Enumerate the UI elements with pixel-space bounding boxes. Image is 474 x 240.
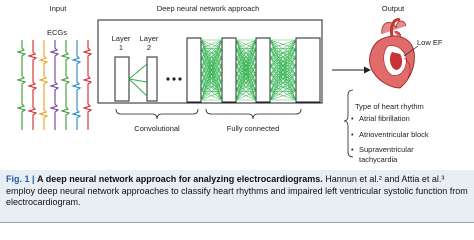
conv-connections (128, 63, 148, 97)
fc-connection-line (269, 48, 297, 101)
output-header: Output (381, 4, 405, 13)
input-header: Input (49, 4, 67, 13)
fully-connected-brace (205, 108, 302, 120)
heart-illustration (369, 18, 415, 89)
fc-connection-line (269, 39, 297, 83)
fc-connection-line (200, 39, 223, 75)
fc-connection-line (235, 39, 257, 101)
layer1-label: Layer 1 (111, 34, 131, 52)
fc-layer-1 (186, 37, 202, 103)
low-ef-label: Low EF (417, 38, 443, 47)
fc-connection-line (235, 57, 257, 101)
fc-connection-line (200, 82, 223, 101)
fc-connection-line (235, 39, 257, 83)
conv-connection-line (128, 63, 148, 80)
ecgs-label: ECGs (46, 28, 68, 37)
fc-connection-line (200, 65, 223, 101)
rhythm-item: Supraventricular tachycardia (351, 145, 429, 164)
fc-connection-line (200, 48, 223, 101)
fc-connection-line (200, 39, 223, 66)
ecg-trace (38, 40, 49, 130)
fc-connection-line (269, 39, 297, 75)
ecg-traces (16, 40, 93, 130)
layer1-block (114, 56, 130, 102)
fully-connected-label: Fully connected (226, 124, 280, 133)
caption-title: A deep neural network approach for analy… (37, 174, 323, 184)
fc-connection-line (235, 39, 257, 58)
fc-connection-line (235, 39, 257, 75)
fc-connection-line (235, 48, 257, 101)
fc-connection-line (269, 91, 297, 101)
fc-connection-line (200, 39, 223, 49)
fc-connection-line (200, 74, 223, 101)
fc-connection-line (200, 39, 223, 83)
fc-connection-line (235, 39, 257, 49)
ecg-trace (82, 40, 93, 130)
low-ef-pointer (403, 45, 419, 57)
rhythm-item: Atrioventricular block (351, 130, 429, 140)
conv-connection-line (128, 78, 148, 97)
ecg-trace (49, 40, 60, 130)
figure-caption: Fig. 1 | A deep neural network approach … (6, 174, 468, 209)
rhythm-item: Atrial fibrillation (351, 114, 429, 124)
fc-connection-line (269, 39, 297, 49)
conv-connection-line (128, 78, 148, 83)
rhythm-title: Type of heart rhythm (355, 102, 424, 111)
fc-connection-line (235, 39, 257, 66)
output-arrow (332, 66, 371, 74)
network-box (97, 19, 323, 104)
fc-layer-3 (255, 37, 271, 103)
fc-connection-line (200, 39, 223, 58)
fc-connection-line (269, 39, 297, 58)
fc-connection-line (269, 39, 297, 66)
dnn-header: Deep neural network approach (156, 4, 260, 13)
ellipsis-dots (166, 77, 182, 81)
fc-connection-line (269, 65, 297, 101)
layer2-label: Layer 2 (139, 34, 159, 52)
layer2-block (146, 56, 158, 102)
figure-label: Fig. 1 | (6, 174, 35, 184)
fc-connection-line (269, 57, 297, 101)
convolutional-brace (115, 108, 199, 120)
fc-connection-line (235, 91, 257, 101)
fc-connection-line (269, 74, 297, 101)
rhythm-list: Type of heart rhythm Atrial fibrillation… (351, 102, 429, 164)
caption-box: Fig. 1 | A deep neural network approach … (0, 170, 474, 223)
fc-connection-line (200, 91, 223, 101)
ecg-trace (71, 40, 82, 130)
ecg-trace (60, 40, 71, 130)
fc-connection-line (235, 82, 257, 101)
caption-body: Hannun et al.² and Attia et al.³ employ … (6, 174, 468, 207)
fc-connection-line (200, 39, 223, 92)
fc-connections (200, 39, 297, 101)
fc-connection-line (200, 39, 223, 101)
fc-layer-2 (221, 37, 237, 103)
diagram-graphics (16, 18, 419, 158)
fc-connection-line (200, 57, 223, 101)
fc-connection-line (269, 39, 297, 101)
fc-connection-line (235, 39, 257, 92)
convolutional-label: Convolutional (134, 124, 180, 133)
fc-connection-line (235, 65, 257, 101)
fc-layer-4 (295, 37, 321, 103)
fc-connection-line (269, 82, 297, 101)
ecg-trace (27, 40, 38, 130)
fc-connection-line (235, 74, 257, 101)
rhythm-brace (343, 89, 354, 158)
ecg-trace (16, 40, 27, 130)
fc-connection-line (269, 39, 297, 92)
